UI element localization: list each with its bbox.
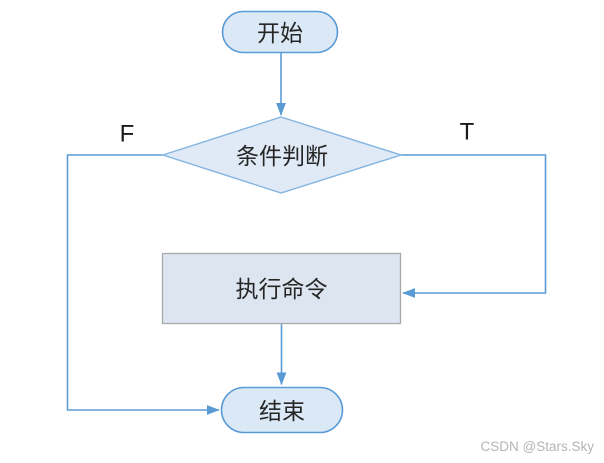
process-node: 执行命令	[161, 252, 402, 325]
end-node-label: 结束	[259, 398, 305, 424]
branch-label-true: T	[460, 119, 475, 146]
start-node-shape	[221, 10, 339, 54]
branch-label-false: F	[120, 121, 135, 148]
start-node-label: 开始	[257, 20, 303, 46]
process-node-shape	[161, 252, 402, 325]
decision-node-shape	[160, 116, 404, 194]
start-node: 开始	[221, 10, 339, 54]
end-node: 结束	[220, 386, 344, 434]
edge-decision-true-to-process	[401, 154, 547, 298]
decision-node: 条件判断	[160, 116, 404, 194]
end-node-shape	[220, 386, 344, 434]
process-node-label: 执行命令	[236, 276, 328, 302]
edge-decision-false-to-end	[66, 154, 220, 415]
decision-node-label: 条件判断	[236, 143, 328, 169]
watermark: CSDN @Stars.Sky	[481, 439, 595, 454]
